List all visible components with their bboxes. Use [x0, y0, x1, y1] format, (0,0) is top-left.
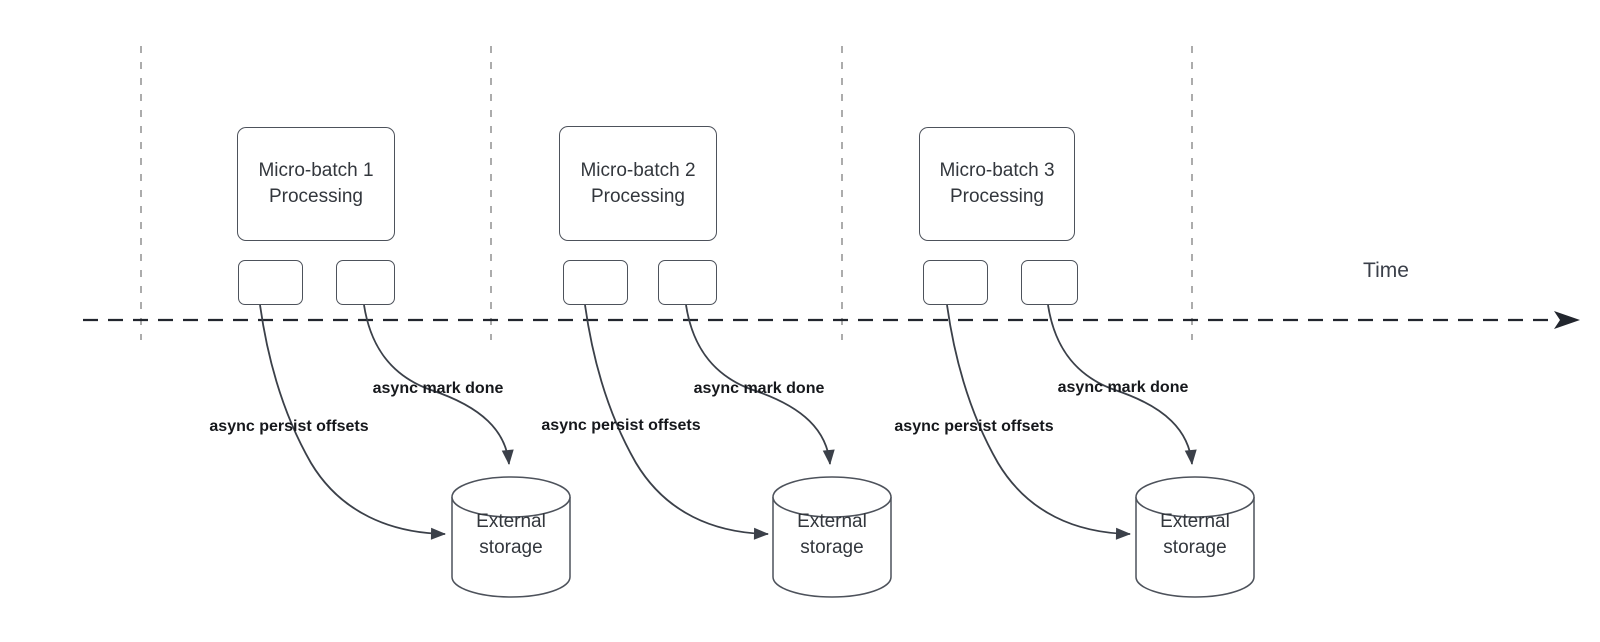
- async-persist-offsets-label-2: async persist offsets: [541, 417, 701, 434]
- micro-batch-box-1-label: Micro-batch 1 Processing: [258, 160, 374, 207]
- micro-batch-box-1: Micro-batch 1 Processing: [237, 127, 395, 241]
- external-storage-label-1: External storage: [476, 511, 546, 558]
- async-persist-offsets-arrow-2: [584, 304, 769, 540]
- micro-batch-box-2-label: Micro-batch 2 Processing: [580, 159, 696, 207]
- async-mark-done-arrow-1: [363, 304, 514, 465]
- micro-batch-box-3: Micro-batch 3 Processing: [919, 127, 1075, 241]
- mark-done-source-box-2: [658, 260, 717, 305]
- persist-offsets-source-box-3: [923, 260, 988, 305]
- async-mark-done-label-1: async mark done: [372, 380, 504, 397]
- async-persist-offsets-label-3: async persist offsets: [894, 418, 1054, 435]
- external-storage-label-3: External storage: [1160, 511, 1230, 558]
- async-mark-done-arrow-3: [1047, 304, 1197, 465]
- persist-offsets-source-box-1: [238, 260, 303, 305]
- async-persist-offsets-label-1: async persist offsets: [209, 418, 369, 435]
- external-storage-cylinder-3: [1135, 476, 1255, 598]
- external-storage-cylinder-2: [772, 476, 892, 598]
- external-storage-label-2: External storage: [797, 511, 867, 558]
- micro-batch-box-2: Micro-batch 2 Processing: [559, 126, 717, 241]
- micro-batch-box-3-label: Micro-batch 3 Processing: [939, 160, 1055, 207]
- async-persist-offsets-arrow-3: [946, 304, 1131, 540]
- external-storage-cylinder-1: [451, 476, 571, 598]
- async-persist-offsets-arrow-1: [259, 304, 446, 540]
- async-mark-done-label-2: async mark done: [693, 380, 825, 397]
- persist-offsets-source-box-2: [563, 260, 628, 305]
- time-axis-label: Time: [1363, 259, 1409, 282]
- mark-done-source-box-1: [336, 260, 395, 305]
- time-axis-arrowhead-icon: [1554, 311, 1580, 329]
- async-mark-done-label-3: async mark done: [1057, 379, 1189, 396]
- mark-done-source-box-3: [1021, 260, 1078, 305]
- async-mark-done-arrow-2: [685, 304, 835, 465]
